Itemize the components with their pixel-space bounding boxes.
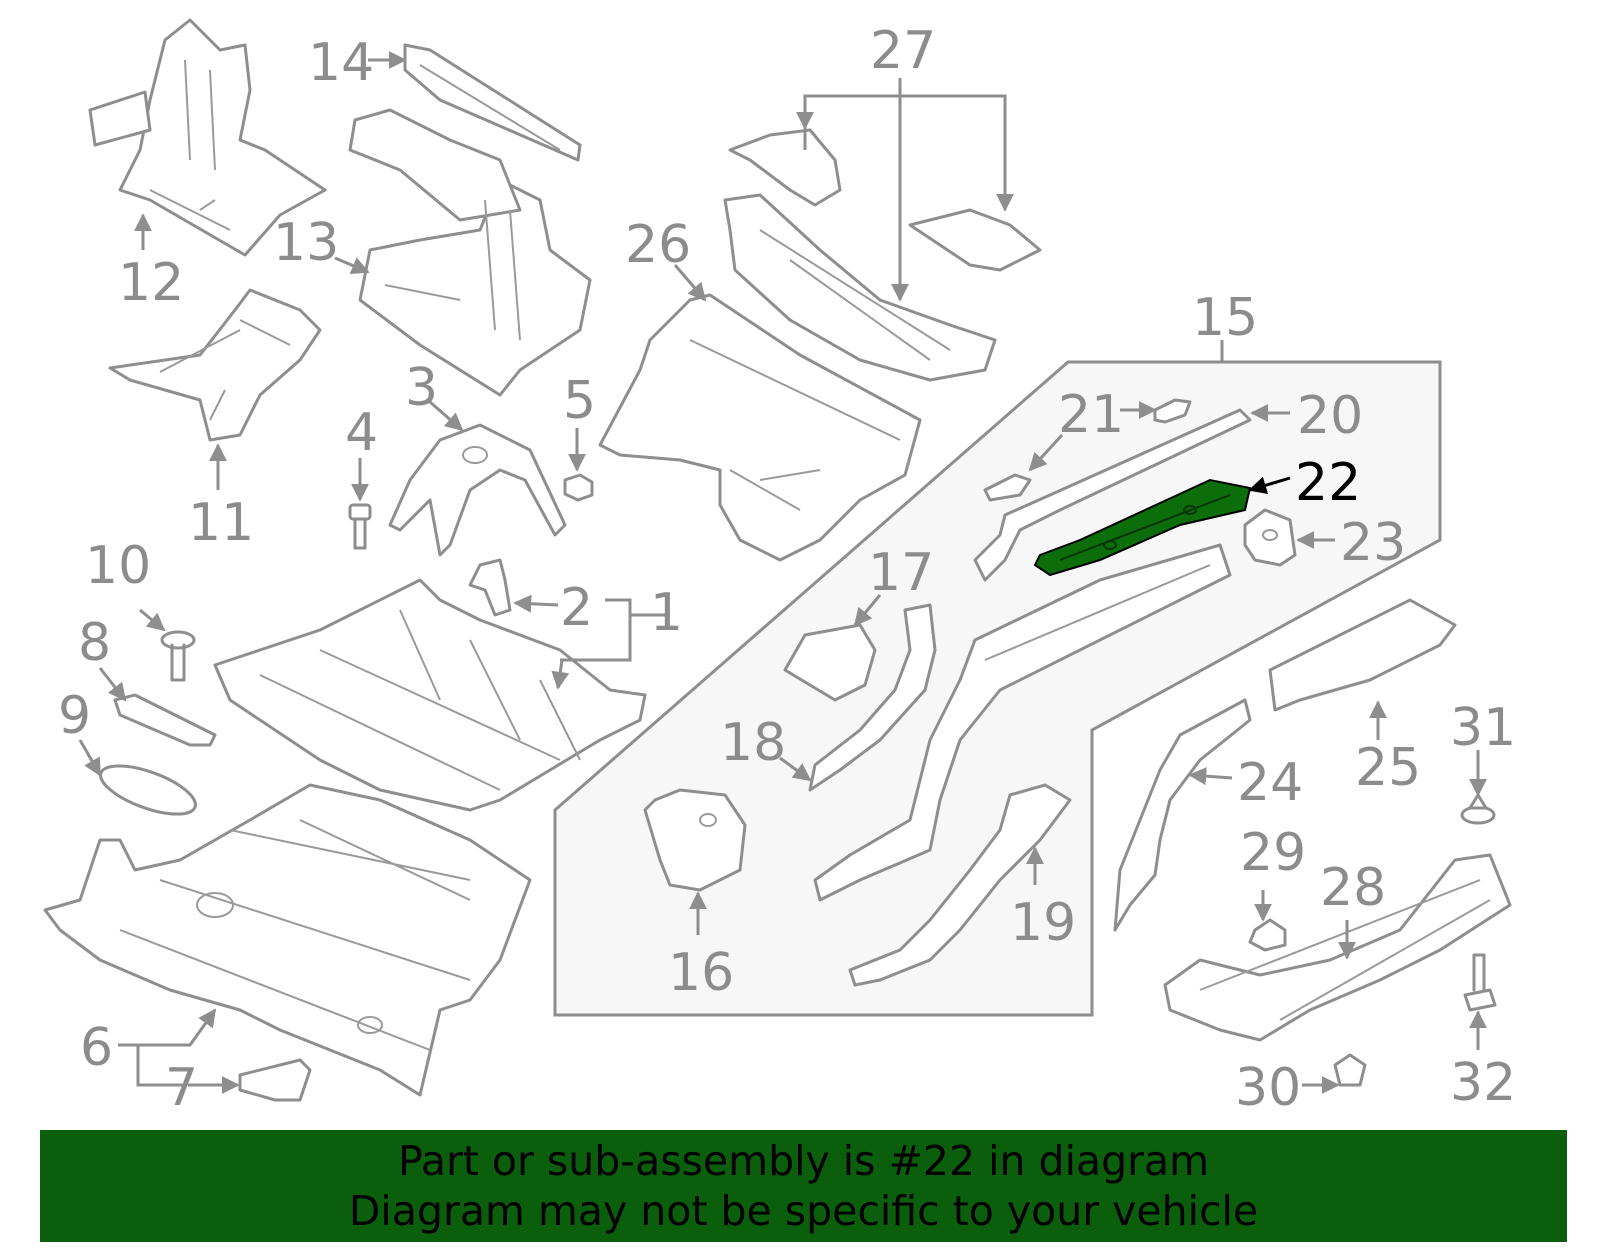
callout-7: 7 bbox=[165, 1058, 198, 1118]
callout-31: 31 bbox=[1450, 698, 1516, 758]
part-2[interactable] bbox=[468, 558, 512, 617]
part-8[interactable] bbox=[113, 693, 217, 747]
callout-23: 23 bbox=[1340, 513, 1406, 573]
info-banner: Part or sub-assembly is #22 in diagram D… bbox=[40, 1130, 1567, 1242]
callout-17: 17 bbox=[868, 543, 934, 603]
callout-27: 27 bbox=[870, 21, 936, 81]
part-10-screw[interactable] bbox=[160, 630, 196, 682]
callout-1: 1 bbox=[650, 583, 683, 643]
callout-16: 16 bbox=[668, 943, 734, 1003]
part-25[interactable] bbox=[1268, 598, 1457, 712]
callout-26: 26 bbox=[625, 215, 691, 275]
part-23[interactable] bbox=[1243, 508, 1297, 567]
callout-10: 10 bbox=[85, 536, 151, 596]
callout-13: 13 bbox=[273, 213, 339, 273]
part-26[interactable] bbox=[598, 293, 922, 562]
part-5-nut[interactable] bbox=[563, 473, 594, 502]
part-21[interactable] bbox=[983, 398, 1192, 502]
part-29[interactable] bbox=[1248, 918, 1287, 952]
part-22-highlighted[interactable] bbox=[1033, 478, 1252, 577]
part-14[interactable] bbox=[403, 43, 582, 162]
callout-8: 8 bbox=[78, 613, 111, 673]
callout-30: 30 bbox=[1235, 1058, 1301, 1118]
callout-15: 15 bbox=[1192, 288, 1258, 348]
part-20[interactable] bbox=[973, 408, 1252, 582]
part-9-seal[interactable] bbox=[95, 756, 201, 824]
callout-32: 32 bbox=[1450, 1053, 1516, 1113]
part-13[interactable] bbox=[348, 108, 592, 397]
part-16[interactable] bbox=[643, 788, 747, 892]
part-31[interactable] bbox=[1460, 793, 1496, 825]
part-19[interactable] bbox=[848, 783, 1072, 987]
part-18[interactable] bbox=[808, 603, 937, 792]
callout-19: 19 bbox=[1010, 893, 1076, 953]
callout-12: 12 bbox=[118, 253, 184, 313]
part-12[interactable] bbox=[88, 18, 327, 257]
part-6[interactable] bbox=[43, 783, 532, 1097]
callout-6: 6 bbox=[80, 1018, 113, 1078]
callout-14: 14 bbox=[308, 33, 374, 93]
callout-29: 29 bbox=[1240, 823, 1306, 883]
part-28-long-rail[interactable] bbox=[813, 543, 1232, 902]
callout-25: 25 bbox=[1355, 738, 1421, 798]
part-27[interactable] bbox=[723, 128, 1042, 382]
part-30-clip[interactable] bbox=[1333, 1053, 1367, 1087]
callout-24: 24 bbox=[1237, 753, 1303, 813]
part-7[interactable] bbox=[238, 1058, 312, 1102]
callout-9: 9 bbox=[58, 686, 91, 746]
callout-5: 5 bbox=[563, 371, 596, 431]
callout-18: 18 bbox=[720, 713, 786, 773]
callout-21: 21 bbox=[1058, 385, 1124, 445]
part-32-bolt[interactable] bbox=[1463, 953, 1497, 1012]
part-28[interactable] bbox=[1163, 853, 1512, 1042]
callout-22-highlighted: 22 bbox=[1295, 453, 1361, 513]
callout-28: 28 bbox=[1320, 858, 1386, 918]
callout-20: 20 bbox=[1297, 386, 1363, 446]
banner-line-2: Diagram may not be specific to your vehi… bbox=[348, 1187, 1259, 1235]
part-11[interactable] bbox=[108, 288, 322, 442]
part-1[interactable] bbox=[213, 578, 647, 812]
banner-line-1: Part or sub-assembly is #22 in diagram bbox=[397, 1137, 1210, 1185]
callout-3: 3 bbox=[405, 358, 438, 418]
callout-2: 2 bbox=[560, 578, 593, 638]
callout-4: 4 bbox=[345, 403, 378, 463]
callout-11: 11 bbox=[188, 493, 254, 553]
part-3[interactable] bbox=[388, 423, 567, 557]
part-4-bolt[interactable] bbox=[348, 503, 372, 550]
part-24[interactable] bbox=[1113, 698, 1252, 932]
